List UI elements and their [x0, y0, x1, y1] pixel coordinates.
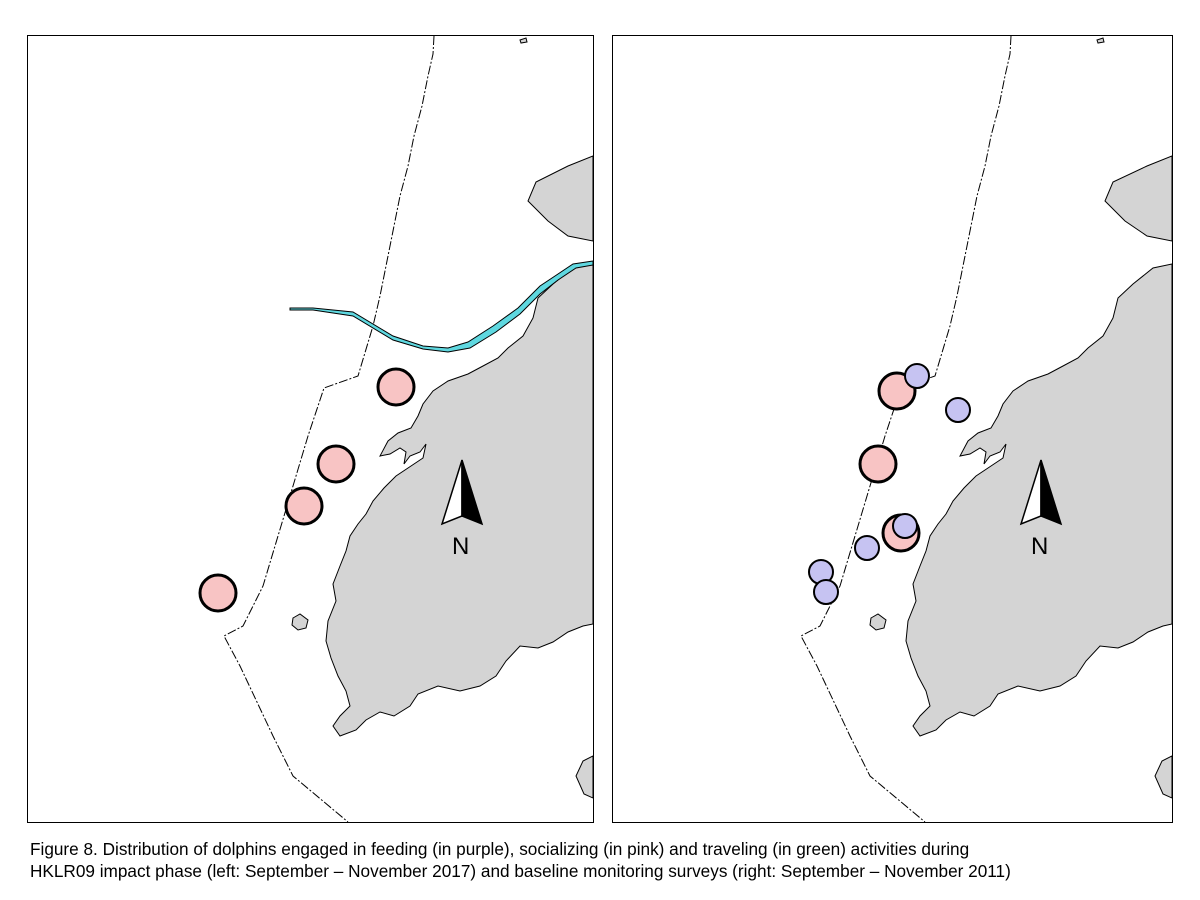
land-islet-south — [575, 755, 593, 799]
map-panel-right: N — [612, 35, 1173, 823]
north-label: N — [1031, 533, 1048, 560]
land-rock — [519, 37, 528, 44]
caption-line-1: Figure 8. Distribution of dolphins engag… — [30, 839, 970, 859]
figure-caption: Figure 8. Distribution of dolphins engag… — [30, 838, 1190, 882]
survey-boundary — [800, 36, 1012, 822]
sightings-left — [198, 367, 416, 613]
feeding-sighting-marker — [854, 535, 880, 561]
feeding-sighting-marker — [945, 397, 971, 423]
north-label: N — [452, 533, 469, 560]
socializing-sighting-marker — [198, 573, 238, 613]
land-islet — [291, 613, 309, 631]
socializing-sighting-marker — [858, 444, 898, 484]
land-north — [527, 155, 593, 242]
north-arrow: N — [1019, 459, 1063, 560]
feeding-sighting-marker — [892, 513, 918, 539]
map-right-svg: N — [800, 36, 1172, 822]
socializing-sighting-marker — [316, 444, 356, 484]
survey-boundary — [223, 36, 435, 822]
land-north — [1104, 155, 1172, 242]
north-arrow: N — [440, 459, 484, 560]
socializing-sighting-marker — [376, 367, 416, 407]
land-rock — [1096, 37, 1105, 44]
map-left-svg: N — [198, 36, 593, 822]
land-islet — [869, 613, 887, 631]
feeding-sighting-marker — [904, 363, 930, 389]
hklr09-alignment — [289, 260, 593, 353]
sightings-right — [808, 363, 971, 605]
caption-line-2: HKLR09 impact phase (left: September – N… — [30, 861, 1011, 881]
socializing-sighting-marker — [284, 486, 324, 526]
feeding-sighting-marker — [813, 579, 839, 605]
land-islet-south — [1154, 755, 1172, 799]
map-panel-left: N — [27, 35, 594, 823]
